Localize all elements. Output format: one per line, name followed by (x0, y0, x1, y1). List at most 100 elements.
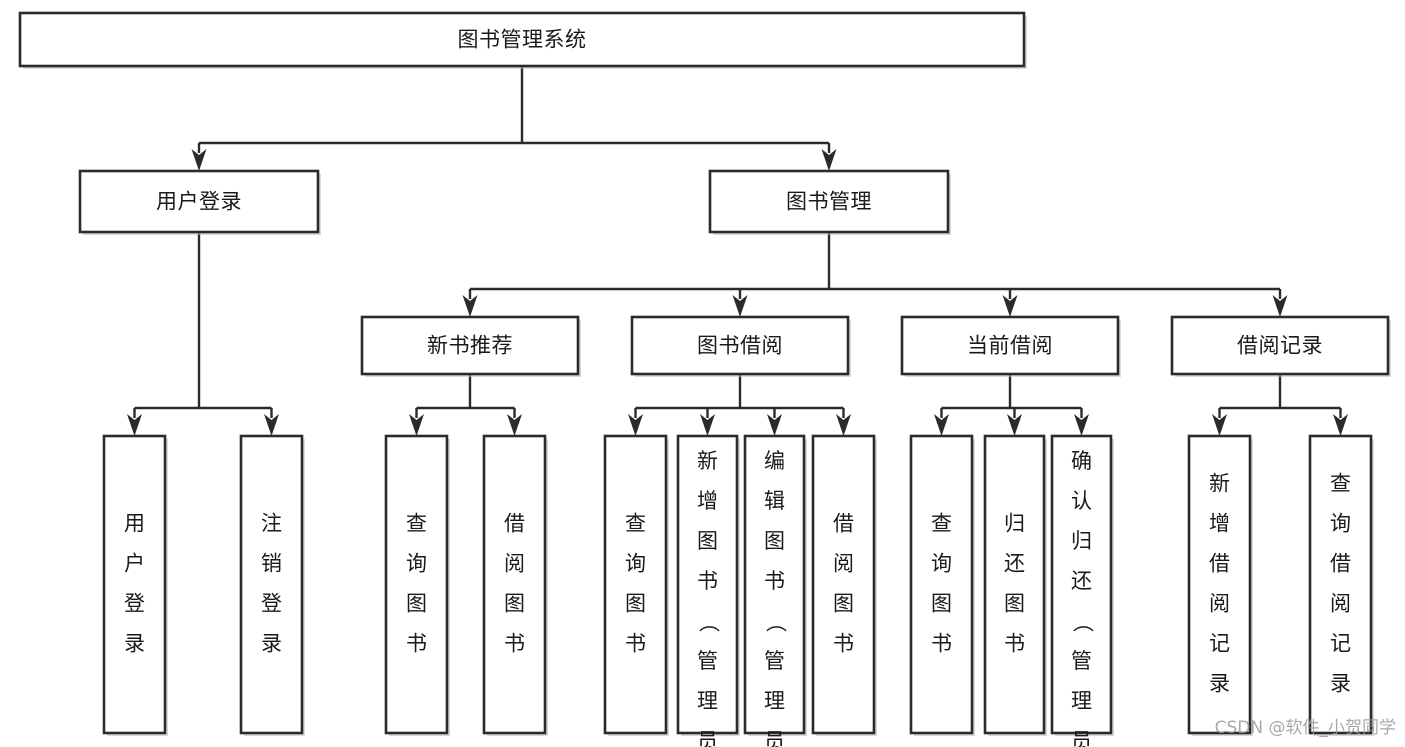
node-label-char: 用 (124, 512, 145, 536)
node-label: 用户登录 (156, 190, 242, 214)
node-box[interactable] (630, 315, 850, 376)
node-label-char: 销 (261, 552, 282, 576)
node-layer: 图书管理系统用户登录图书管理新书推荐图书借阅当前借阅借阅记录用户登录注销登录查询… (18, 11, 1391, 747)
node-label: 图书管理系统 (458, 28, 587, 52)
arrow-head-icon (628, 414, 643, 436)
node-box[interactable] (909, 434, 974, 735)
node-label-char: 理 (764, 689, 785, 713)
node-label-char: 询 (931, 552, 952, 576)
node-label-char: 书 (406, 632, 427, 656)
node-label-char: 询 (406, 552, 427, 576)
node-label-char: 借 (504, 512, 525, 536)
node-box[interactable] (482, 434, 547, 735)
node-box[interactable] (603, 434, 668, 735)
node-label-char: （ (764, 612, 788, 633)
node-current-borrow[interactable]: 当前借阅 (900, 315, 1121, 377)
node-label-char: 查 (1330, 472, 1351, 496)
arrow-head-icon (700, 414, 715, 436)
node-root[interactable]: 图书管理系统 (18, 11, 1027, 69)
node-label-char: 阅 (504, 552, 525, 576)
node-label-char: 记 (1209, 632, 1230, 656)
node-label-char: 书 (697, 569, 718, 593)
node-box[interactable] (1170, 315, 1390, 376)
node-label-char: 图 (833, 592, 854, 616)
arrow-head-icon (1002, 295, 1018, 317)
node-box[interactable] (102, 434, 167, 735)
node-box[interactable] (900, 315, 1120, 376)
node-label-char: 记 (1330, 632, 1351, 656)
node-box[interactable] (1187, 434, 1252, 735)
node-leaf-user-login[interactable]: 用户登录 (102, 434, 168, 736)
node-label-char: 认 (1071, 489, 1092, 513)
node-box[interactable] (1308, 434, 1373, 735)
node-label-char: 新 (1209, 472, 1230, 496)
arrow-head-icon (1007, 414, 1022, 436)
arrow-head-icon (191, 149, 207, 171)
arrow-head-icon (732, 295, 748, 317)
node-label-char: 员 (1071, 729, 1092, 747)
node-label-char: 管 (764, 649, 785, 673)
node-box[interactable] (78, 169, 320, 234)
node-label: 图书管理 (786, 190, 872, 214)
node-label-char: 辑 (764, 489, 785, 513)
node-label: 用户登录 (124, 512, 145, 656)
node-label-char: 阅 (833, 552, 854, 576)
node-label-char: 增 (1209, 512, 1230, 536)
node-box[interactable] (743, 434, 806, 735)
node-box[interactable] (676, 434, 739, 735)
node-new-book-recommend[interactable]: 新书推荐 (360, 315, 581, 377)
arrow-head-icon (1212, 414, 1227, 436)
node-label-char: 理 (697, 689, 718, 713)
node-label-char: 借 (1330, 552, 1351, 576)
node-label-char: 书 (931, 632, 952, 656)
arrow-head-icon (264, 414, 279, 436)
arrow-head-icon (836, 414, 851, 436)
arrow-head-icon (409, 414, 424, 436)
node-box[interactable] (360, 315, 580, 376)
node-box[interactable] (811, 434, 876, 735)
node-box[interactable] (708, 169, 950, 234)
node-book-management[interactable]: 图书管理 (708, 169, 951, 235)
node-label-char: 管 (697, 649, 718, 673)
node-box[interactable] (18, 11, 1026, 68)
node-label-char: 查 (406, 512, 427, 536)
node-book-borrow[interactable]: 图书借阅 (630, 315, 851, 377)
arrow-head-icon (507, 414, 522, 436)
node-borrow-record[interactable]: 借阅记录 (1170, 315, 1391, 377)
node-label: 新书推荐 (427, 334, 513, 358)
arrow-head-icon (821, 149, 837, 171)
node-user-login[interactable]: 用户登录 (78, 169, 321, 235)
arrow-head-icon (934, 414, 949, 436)
node-box[interactable] (239, 434, 304, 735)
node-label-char: 图 (625, 592, 646, 616)
node-label-char: 还 (1071, 569, 1092, 593)
node-box[interactable] (384, 434, 449, 735)
node-box[interactable] (983, 434, 1046, 735)
node-label-char: 询 (1330, 512, 1351, 536)
node-label-char: 书 (504, 632, 525, 656)
node-label-char: 查 (931, 512, 952, 536)
node-label-char: 归 (1071, 529, 1092, 553)
node-box[interactable] (1050, 434, 1113, 735)
node-label-char: 借 (1209, 552, 1230, 576)
node-label-char: 询 (625, 552, 646, 576)
